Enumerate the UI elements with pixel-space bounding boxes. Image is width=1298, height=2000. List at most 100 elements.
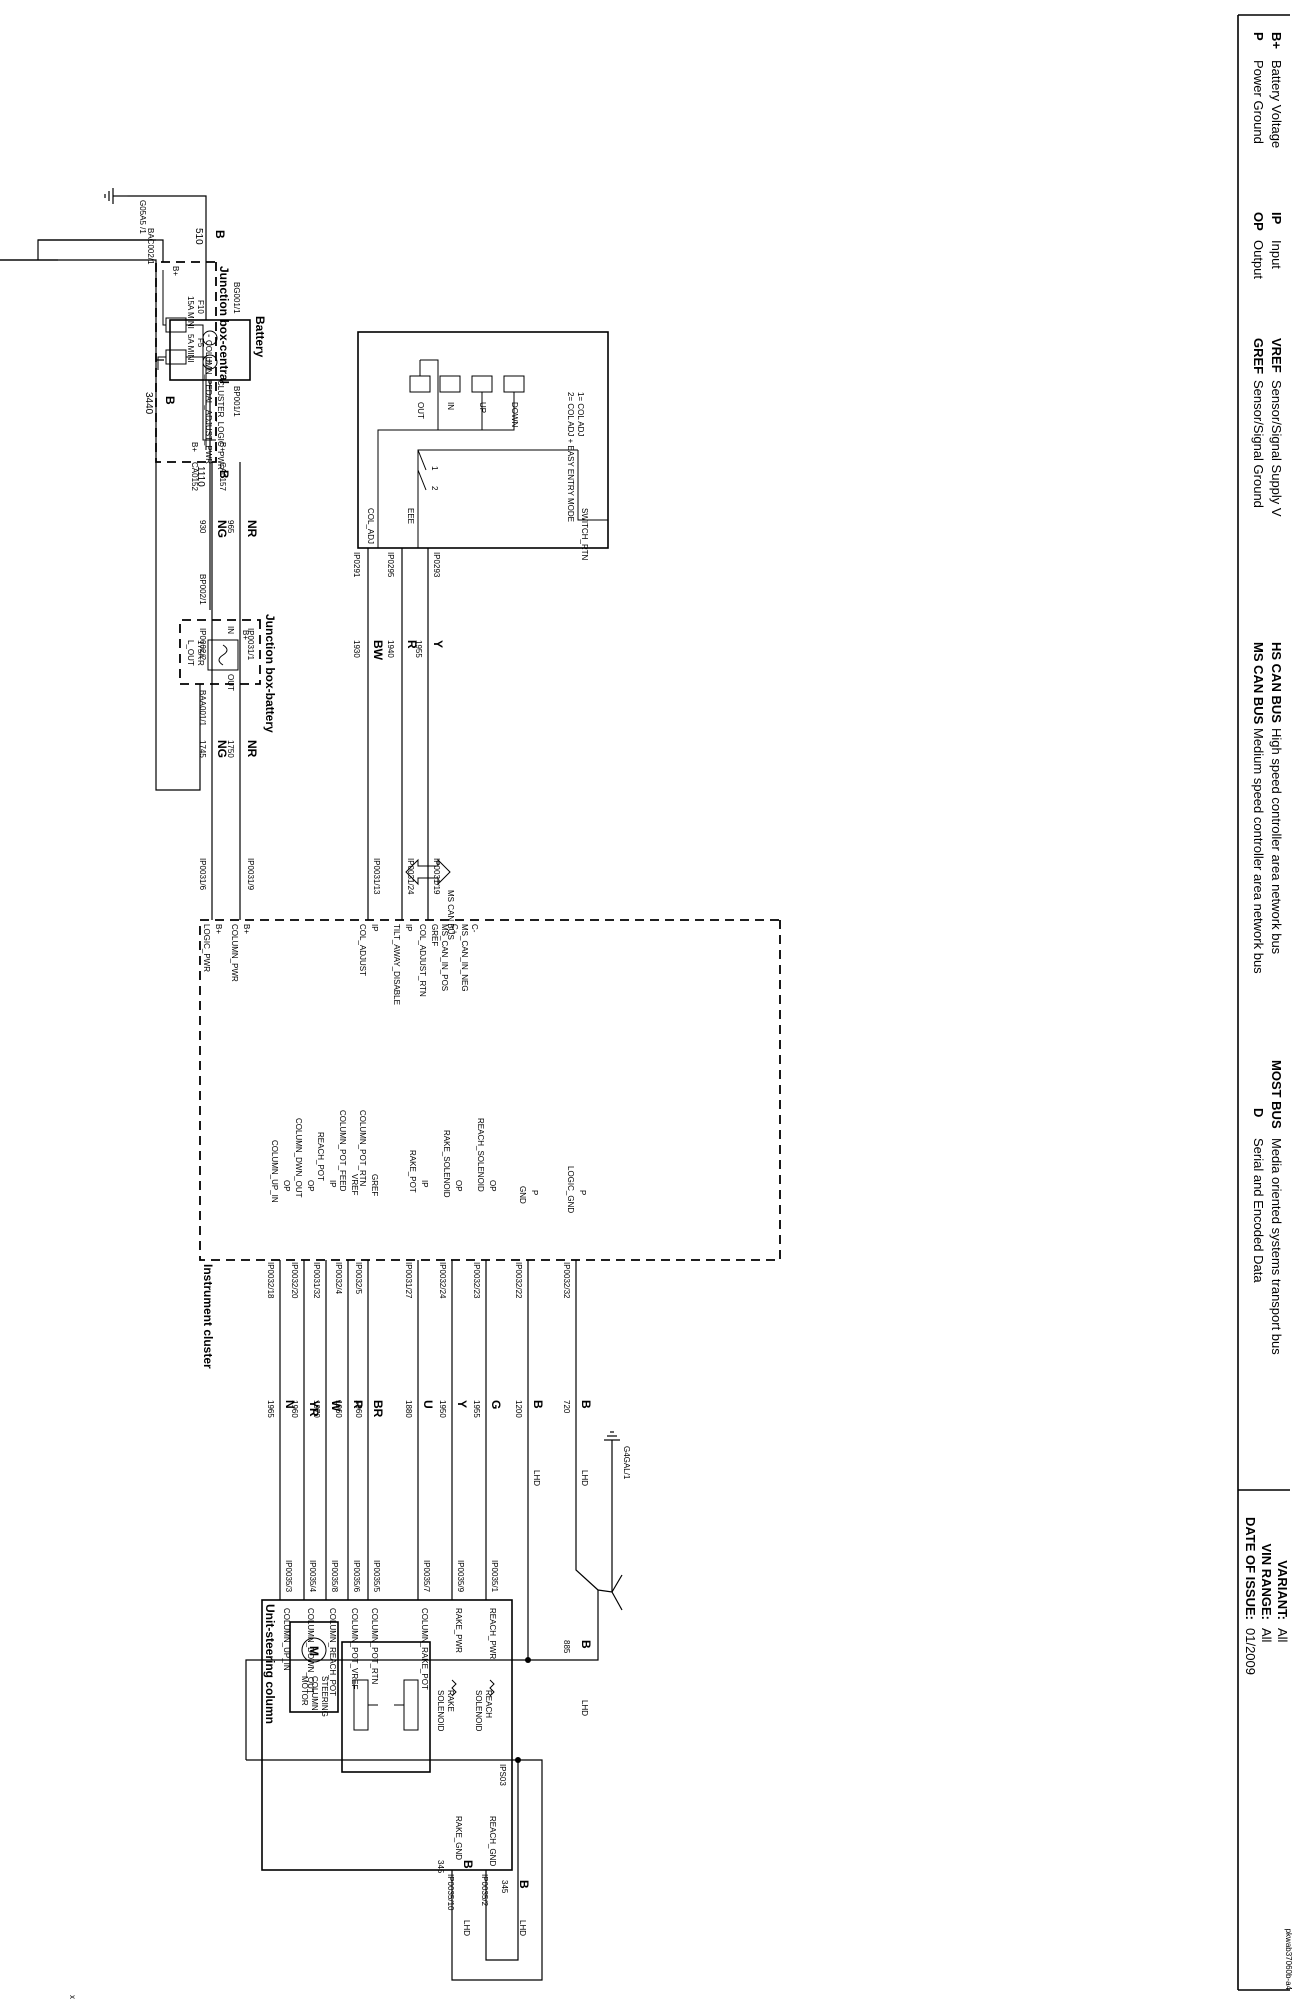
contact-label: IN: [446, 402, 455, 410]
connector-label: IP0035/9: [456, 1560, 465, 1593]
fuse-rating: 5A MINI: [186, 334, 195, 362]
variant-label: VARIANT:: [1275, 1560, 1290, 1620]
motor-label: MOTOR: [300, 1676, 309, 1706]
wire-color: R: [405, 640, 419, 649]
wire-color: NR: [245, 740, 259, 758]
svg-text:IP: IP: [420, 1180, 429, 1188]
wire-rake-gnd-345: [246, 1759, 543, 1981]
wire-color: U: [421, 1400, 435, 1409]
wire-3440: [155, 359, 201, 791]
solenoid-label: REACH: [484, 1690, 493, 1718]
legend-code: OP: [1251, 212, 1266, 231]
wire-number: 720: [562, 1400, 571, 1414]
wire-color: B: [163, 396, 177, 405]
legend-text: Sensor/Signal Ground: [1251, 380, 1266, 508]
cluster-output-wires: [245, 1260, 599, 1760]
ground-g05: G05A5 /1: [104, 188, 147, 234]
svg-text:OP: OP: [454, 1180, 463, 1192]
connector-label: IP0031/13: [372, 858, 381, 895]
junction-box-central: [155, 261, 217, 463]
junction-box-central-label: Junction box-central: [217, 266, 231, 384]
connector-label: BAC002/1: [146, 228, 155, 265]
wire-color: BR: [371, 1400, 385, 1418]
motor-label: STEERING: [320, 1676, 329, 1717]
wire-number: 1750: [226, 740, 235, 758]
wire-number: 345: [500, 1880, 509, 1894]
legend-text: Input: [1269, 240, 1284, 269]
cluster-output-labels: OP COLUMN_UP_IN IP0032/18 N 1965 IP0035/…: [266, 1110, 593, 1593]
ms-can-bus: MS CAN BUS C+ MS_CAN_IN_POS C- MS_CAN_IN…: [405, 858, 479, 992]
unit-pin-label: COLUMN_DOWN_OUT: [306, 1608, 315, 1694]
signal-label: REACH_POT: [316, 1132, 325, 1181]
legend-code: IP: [1269, 212, 1284, 225]
pin-type: B+: [171, 266, 180, 276]
legend-text: Medium speed controller area network bus: [1251, 728, 1266, 974]
vin-label: VIN RANGE:: [1259, 1543, 1274, 1620]
col-adj-line: [377, 429, 438, 548]
wire-number: 1930: [352, 640, 361, 658]
svg-text:P: P: [530, 1190, 539, 1195]
legend-code: HS CAN BUS: [1269, 642, 1284, 723]
wire-color: NG: [215, 740, 229, 758]
vin-value: All: [1259, 1628, 1274, 1643]
legend-code: MOST BUS: [1269, 1060, 1284, 1129]
reach-solenoid-coil: [489, 1679, 495, 1697]
unit-pin-label: COLUMN_REACH_POT: [328, 1608, 337, 1696]
contact-label: OUT: [416, 402, 425, 419]
wire-gnd-1200: [245, 1260, 529, 1760]
switch-internals: OUT IN UP DOWN 1 2 1= COL ADJ 2= COL ADJ…: [366, 359, 608, 561]
signal-label: COL_ADJ: [366, 508, 375, 544]
splice-ips03: [515, 1757, 521, 1763]
signal-label: COL_ADJUST_RTN: [418, 924, 427, 997]
wire-color: N: [283, 1400, 297, 1409]
signal-label: COLUMN_PWR: [230, 924, 239, 982]
solenoid-label: SOLENOID: [474, 1690, 483, 1732]
battery-label: Battery: [253, 316, 267, 358]
legend-code: VREF: [1269, 338, 1284, 373]
svg-text:OP: OP: [488, 1180, 497, 1192]
ground-label: G4GAL/1: [622, 1446, 631, 1480]
pin-type: B+: [241, 630, 250, 640]
pin-type: IP: [404, 924, 413, 932]
connector-label: IP0032/5: [354, 1262, 363, 1295]
pin-type: B+: [190, 442, 199, 452]
date-value: 01/2009: [1243, 1628, 1258, 1675]
signal-label: RAKE_SOLENOID: [442, 1130, 451, 1198]
pin-type: B+: [218, 442, 227, 452]
switch-contact-out: [409, 375, 431, 393]
connector-label: IP0031/19: [432, 858, 441, 895]
signal-label: MS_CAN_IN_POS: [440, 924, 449, 991]
wire-number: 1110: [195, 466, 206, 487]
svg-text:+: +: [203, 358, 214, 364]
connector-label: IP0291: [352, 552, 361, 578]
wire-number: 1960: [334, 1400, 343, 1418]
motor-label: COLUMN: [310, 1676, 319, 1711]
signal-label: GND: [518, 1186, 527, 1204]
pin-type: GREF: [430, 924, 439, 946]
ground-g4gal: G4GAL/1 B 885 LHD: [526, 1431, 631, 1716]
svg-text:P: P: [578, 1190, 587, 1195]
legend-code: B+: [1269, 32, 1284, 49]
unit-steering-column: [261, 1599, 513, 1871]
issue-info: VARIANT: All VIN RANGE: All DATE OF ISSU…: [1243, 1517, 1290, 1675]
connector-label: IP0032/24: [438, 1262, 447, 1299]
legend-text: Media oriented systems transport bus: [1269, 1138, 1284, 1355]
pin-type: IP: [370, 924, 379, 932]
unit-pin-label: COLUMN_RAKE_POT: [420, 1608, 429, 1690]
solenoid-ground-returns: IPS03 B 345 LHD B 345 LHD: [246, 1657, 543, 1981]
svg-text:M: M: [307, 1646, 321, 1656]
signal-label: CLUSTER_LOGIC_PWR: [216, 380, 225, 470]
wire-number: 1940: [386, 640, 395, 658]
signal-label: COLUMN_POT_FEED: [338, 1110, 347, 1192]
signal-label: COLUMN_PEDAL_ADJUST_PWR: [204, 340, 213, 464]
wire-number: 930: [198, 520, 207, 534]
rake-potentiometer: [403, 1679, 419, 1731]
unit-pin-label: COLUMN_POT_RTN: [370, 1608, 379, 1685]
switch-wires: IP0291 IP0295 IP0293 BW 1930 R 1940 Y 19…: [352, 548, 445, 920]
connector-label: IP0032/22: [514, 1262, 523, 1299]
wire-number: 965: [226, 520, 235, 534]
fuse-label: F10: [196, 300, 205, 314]
